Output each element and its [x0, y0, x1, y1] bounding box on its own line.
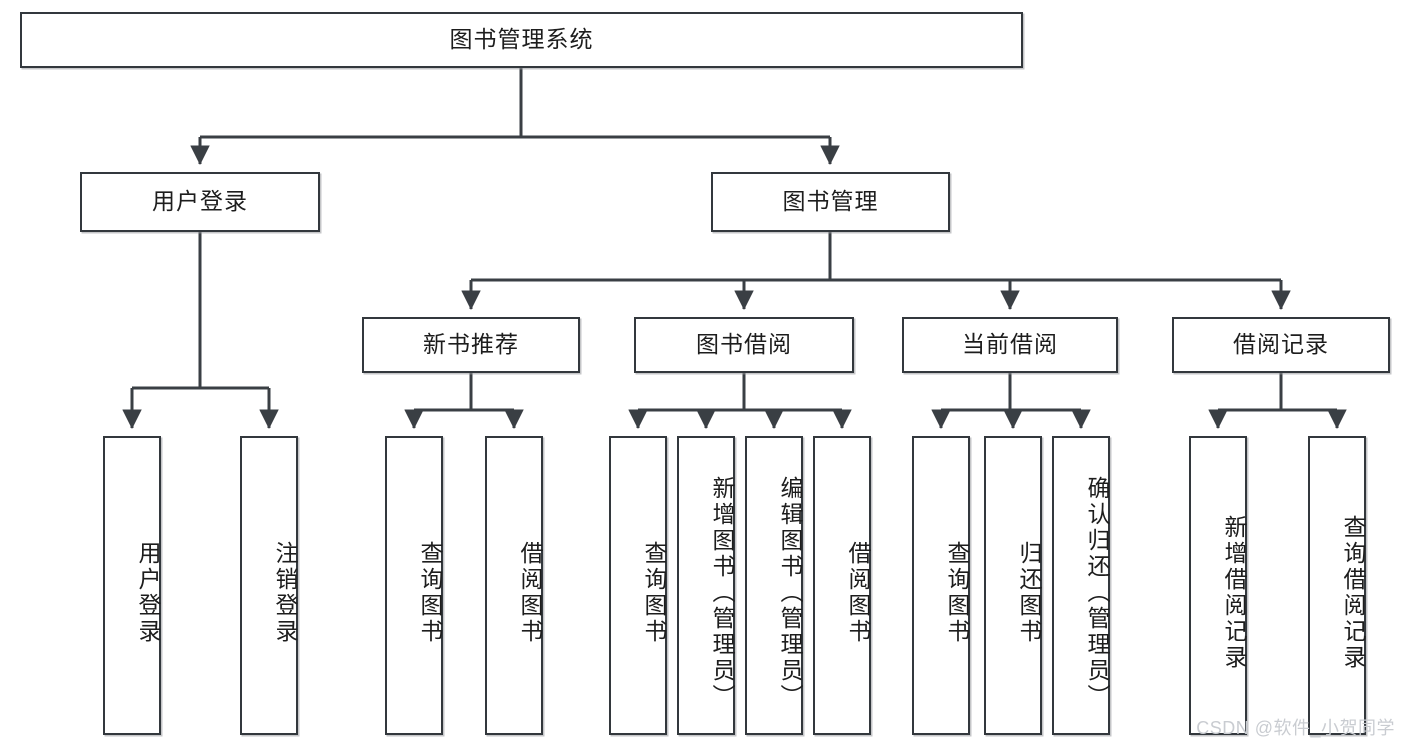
connector-group-root — [190, 68, 840, 165]
leaf-add-book-admin[interactable]: 新增图书（管理员） — [677, 436, 735, 735]
leaf-query-book-borrow[interactable]: 查询图书 — [609, 436, 667, 735]
leaf-confirm-return-admin[interactable]: 确认归还（管理员） — [1052, 436, 1110, 735]
leaf-query-borrow-record[interactable]: 查询借阅记录 — [1308, 436, 1366, 735]
connector-group-book-mgmt — [461, 232, 1291, 310]
leaf-borrow-book-newbook[interactable]: 借阅图书 — [485, 436, 543, 735]
leaf-add-borrow-record[interactable]: 新增借阅记录 — [1189, 436, 1247, 735]
node-current-borrow[interactable]: 当前借阅 — [902, 317, 1118, 373]
connector-group-current-borrow — [931, 373, 1091, 429]
node-book-borrow[interactable]: 图书借阅 — [634, 317, 854, 373]
leaf-return-book[interactable]: 归还图书 — [984, 436, 1042, 735]
leaf-user-login[interactable]: 用户登录 — [103, 436, 161, 735]
leaf-edit-book-admin[interactable]: 编辑图书（管理员） — [745, 436, 803, 735]
leaf-query-book-newbook[interactable]: 查询图书 — [385, 436, 443, 735]
node-borrow-record[interactable]: 借阅记录 — [1172, 317, 1390, 373]
leaf-query-book-current[interactable]: 查询图书 — [912, 436, 970, 735]
connector-group-book-borrow — [628, 373, 852, 429]
connector-group-new-books — [404, 373, 524, 429]
node-root-system[interactable]: 图书管理系统 — [20, 12, 1023, 68]
connector-group-user-login — [122, 232, 279, 429]
leaf-borrow-book[interactable]: 借阅图书 — [813, 436, 871, 735]
node-new-book-recommend[interactable]: 新书推荐 — [362, 317, 580, 373]
connector-group-borrow-record — [1208, 373, 1347, 429]
leaf-logout-login[interactable]: 注销登录 — [240, 436, 298, 735]
node-book-management[interactable]: 图书管理 — [711, 172, 950, 232]
node-user-login[interactable]: 用户登录 — [80, 172, 320, 232]
